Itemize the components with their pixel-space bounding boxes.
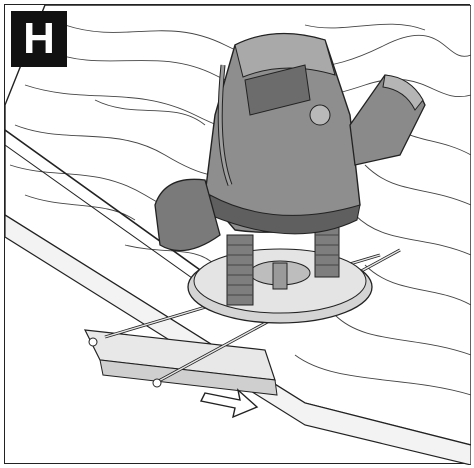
router-base (187, 248, 373, 324)
direction-arrow-icon (199, 388, 259, 419)
router-body (204, 32, 361, 235)
figure-label: H (11, 11, 67, 67)
router-handles (154, 74, 426, 252)
figure-frame: H (4, 4, 471, 465)
router-illustration (5, 5, 471, 465)
